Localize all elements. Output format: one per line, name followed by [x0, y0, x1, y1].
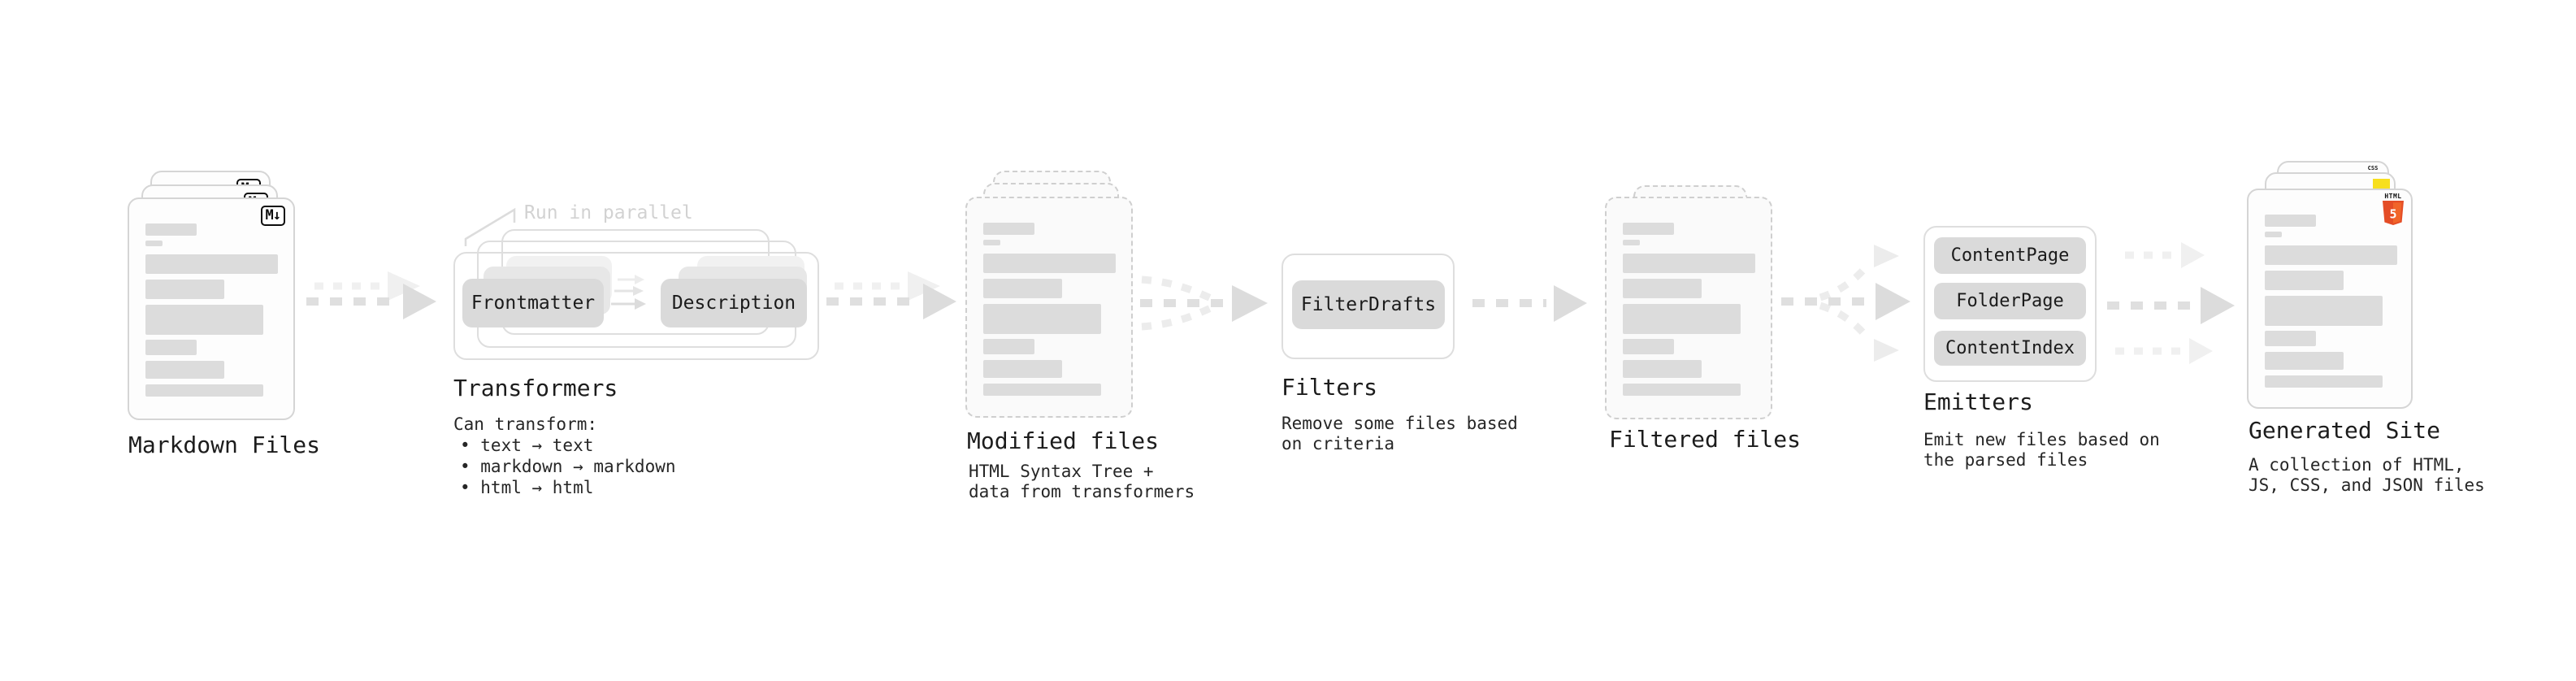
frontmatter-pill: Frontmatter	[462, 279, 604, 327]
can-transform-title: Can transform:	[453, 414, 598, 434]
filtered-file-card-front	[1605, 197, 1772, 419]
svg-text:5: 5	[2389, 207, 2396, 222]
transform-bullet: • text → text	[460, 436, 594, 455]
site-file-card-html: HTML 5	[2247, 189, 2413, 409]
generated-site-desc: A collection of HTML,	[2249, 455, 2465, 475]
parallel-note: Run in parallel	[524, 202, 693, 223]
folderpage-pill: FolderPage	[1934, 283, 2086, 319]
filters-frame	[1281, 254, 1455, 359]
arrow-modified-to-filters	[1140, 275, 1268, 331]
emitters-frame	[1923, 226, 2097, 382]
generated-site-desc: JS, CSS, and JSON files	[2249, 475, 2485, 495]
contentpage-pill: ContentPage	[1934, 237, 2086, 274]
html5-icon: HTML 5	[2383, 193, 2404, 228]
markdown-file-card-front: M↓	[128, 197, 295, 420]
modified-files-desc: HTML Syntax Tree +	[969, 462, 1154, 481]
contentindex-pill: ContentIndex	[1934, 331, 2086, 366]
emitters-label: Emitters	[1923, 388, 2033, 415]
transformer-parallel-arrows	[611, 275, 646, 310]
description-pill: Description	[661, 279, 807, 327]
transform-bullet: • html → html	[460, 478, 594, 497]
filtered-files-label: Filtered files	[1609, 426, 1802, 453]
markdown-icon: M↓	[260, 206, 285, 226]
emitters-desc: Emit new files based on	[1923, 430, 2160, 449]
emitters-desc: the parsed files	[1923, 450, 2088, 470]
filters-desc: on criteria	[1281, 434, 1395, 453]
parallel-note-leader-line	[464, 207, 516, 246]
filters-label: Filters	[1281, 374, 1378, 401]
markdown-files-label: Markdown Files	[128, 432, 321, 458]
filterdrafts-pill: FilterDrafts	[1292, 280, 1445, 329]
transformer-frame-front	[453, 252, 819, 360]
arrow-filters-to-filtered	[1472, 285, 1587, 322]
arrow-filtered-to-emitters	[1781, 245, 1910, 362]
modified-files-desc: data from transformers	[969, 482, 1195, 501]
javascript-icon	[2373, 179, 2390, 189]
transform-bullet: • markdown → markdown	[460, 457, 676, 476]
modified-files-label: Modified files	[967, 427, 1160, 454]
arrow-emitters-to-site	[2107, 242, 2235, 364]
generated-site-label: Generated Site	[2249, 417, 2441, 444]
html5-shield: 5	[2383, 201, 2404, 225]
filters-desc: Remove some files based	[1281, 414, 1518, 433]
modified-file-card-front	[965, 197, 1133, 418]
transformers-label: Transformers	[453, 375, 618, 401]
arrow-markdown-to-transformers	[306, 271, 436, 319]
arrow-transformers-to-modified	[826, 271, 956, 319]
